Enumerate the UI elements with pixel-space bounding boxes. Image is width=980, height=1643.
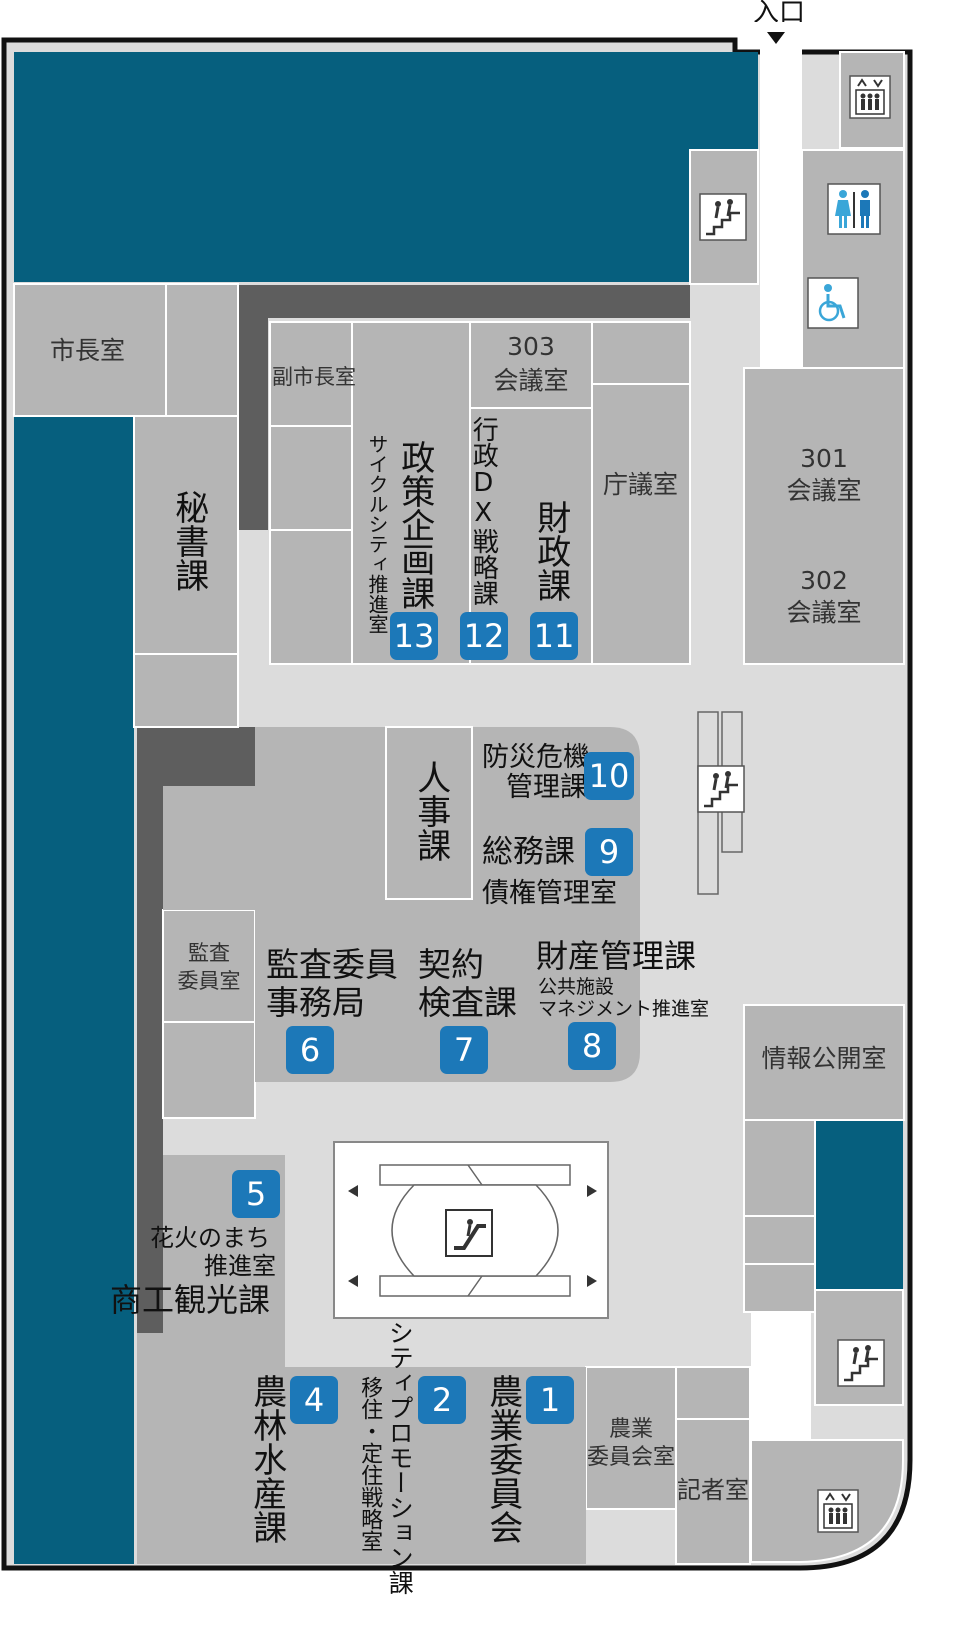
arrow-left-icon bbox=[348, 1275, 358, 1287]
personnel-room bbox=[385, 726, 473, 900]
void-top bbox=[14, 52, 758, 282]
policy-room bbox=[351, 321, 471, 665]
badge-8: 8 bbox=[568, 1022, 616, 1070]
room-302-number: 302 bbox=[800, 566, 848, 595]
arrow-right-icon bbox=[587, 1275, 597, 1287]
entrance-label: 入口 bbox=[753, 0, 806, 22]
badge-12: 12 bbox=[460, 612, 508, 660]
badge-7: 7 bbox=[440, 1026, 488, 1074]
agri-committee-label-2: 委員会室 bbox=[586, 1445, 675, 1470]
badge-13: 13 bbox=[390, 612, 438, 660]
dark-wall-top bbox=[238, 285, 690, 530]
void-left bbox=[14, 416, 134, 1564]
policy-block bbox=[269, 529, 353, 665]
dept-4-name: 農林水産課 bbox=[246, 1374, 287, 1544]
dept-2-name: シティプロモーション課 bbox=[385, 1320, 415, 1595]
arrow-right-icon bbox=[587, 1185, 597, 1197]
council-room bbox=[591, 383, 691, 665]
room-301-name: 会議室 bbox=[786, 476, 862, 505]
audit-committee-label-2: 委員室 bbox=[177, 969, 241, 993]
deputy-mayor-label: 副市長室 bbox=[272, 365, 356, 389]
secretary-label: 秘書課 bbox=[168, 490, 209, 592]
dept-5-sub-line1: 花火のまち bbox=[150, 1224, 270, 1252]
restroom-icon bbox=[827, 183, 881, 235]
badge-11: 11 bbox=[530, 612, 578, 660]
dept-11-name: 財政課 bbox=[530, 500, 571, 602]
stairs-icon bbox=[837, 1339, 885, 1387]
audit-committee-room bbox=[162, 909, 256, 1023]
personnel-label: 人事課 bbox=[410, 760, 451, 862]
press-room-label: 記者室 bbox=[677, 1476, 749, 1504]
stairs-icon bbox=[699, 193, 747, 241]
badge-10: 10 bbox=[584, 752, 634, 800]
dept-8-name: 財産管理課 bbox=[536, 937, 697, 975]
elevator-icon bbox=[817, 1489, 859, 1533]
dept-1-name: 農業委員会 bbox=[482, 1374, 523, 1544]
dept-7-name-line1: 契約 bbox=[418, 945, 484, 984]
room-301-number: 301 bbox=[800, 444, 848, 473]
badge-5: 5 bbox=[232, 1170, 280, 1218]
dept-2-sub: 移住・定住戦略室 bbox=[357, 1376, 383, 1552]
secretary-room bbox=[133, 415, 239, 655]
wheelchair-icon bbox=[807, 277, 859, 329]
badge-2: 2 bbox=[418, 1376, 466, 1424]
dept-13-name: 政策企画課 bbox=[394, 440, 435, 610]
audit-committee-label-1: 監査 bbox=[188, 941, 230, 965]
room-302-name: 会議室 bbox=[786, 598, 862, 627]
badge-1: 1 bbox=[526, 1376, 574, 1424]
badge-6: 6 bbox=[286, 1026, 334, 1074]
mayor-room bbox=[13, 283, 167, 417]
dept-8-sub-line1: 公共施設 bbox=[538, 976, 615, 998]
dept-10-name-line2: 管理課 bbox=[506, 772, 587, 803]
elevator-icon bbox=[849, 75, 891, 119]
dept-6-name-line1: 監査委員 bbox=[266, 945, 398, 984]
room-303-number: 303 bbox=[507, 332, 555, 361]
info-disclosure-room bbox=[743, 1004, 905, 1121]
arrow-left-icon bbox=[348, 1185, 358, 1197]
central-block bbox=[255, 727, 640, 1082]
room-301-302 bbox=[743, 367, 905, 665]
void-right bbox=[815, 1120, 903, 1290]
badge-9: 9 bbox=[585, 828, 633, 876]
dept-7-name-line2: 検査課 bbox=[418, 983, 517, 1022]
room-303-name: 会議室 bbox=[493, 366, 569, 395]
agri-committee-label-1: 農業 bbox=[608, 1417, 653, 1442]
stairs-icon bbox=[697, 765, 745, 813]
dept-9-name: 総務課 bbox=[482, 834, 575, 870]
council-room-label: 庁議室 bbox=[603, 470, 679, 499]
deputy-mayor-room bbox=[269, 321, 353, 427]
lower-block bbox=[137, 1155, 586, 1564]
dept-12-name: 行政DX戦略課 bbox=[468, 416, 499, 606]
dept-8-sub-line2: マネジメント推進室 bbox=[538, 998, 710, 1020]
dept-6-name-line2: 事務局 bbox=[266, 983, 365, 1022]
agri-committee-room bbox=[585, 1366, 677, 1510]
badge-4: 4 bbox=[290, 1376, 338, 1424]
dept-13-sub: サイクルシティ推進室 bbox=[365, 434, 389, 634]
dept-10-name-line1: 防災危機 bbox=[482, 742, 590, 773]
escalator-icon bbox=[445, 1209, 493, 1257]
entrance-arrow-icon bbox=[767, 32, 785, 44]
mayor-room-label: 市長室 bbox=[50, 336, 126, 365]
dept-5-name: 商工観光課 bbox=[110, 1281, 271, 1319]
info-disclosure-label: 情報公開室 bbox=[761, 1044, 887, 1073]
dept-5-sub-line2: 推進室 bbox=[204, 1252, 276, 1280]
dept-9-sub: 債権管理室 bbox=[482, 878, 617, 909]
